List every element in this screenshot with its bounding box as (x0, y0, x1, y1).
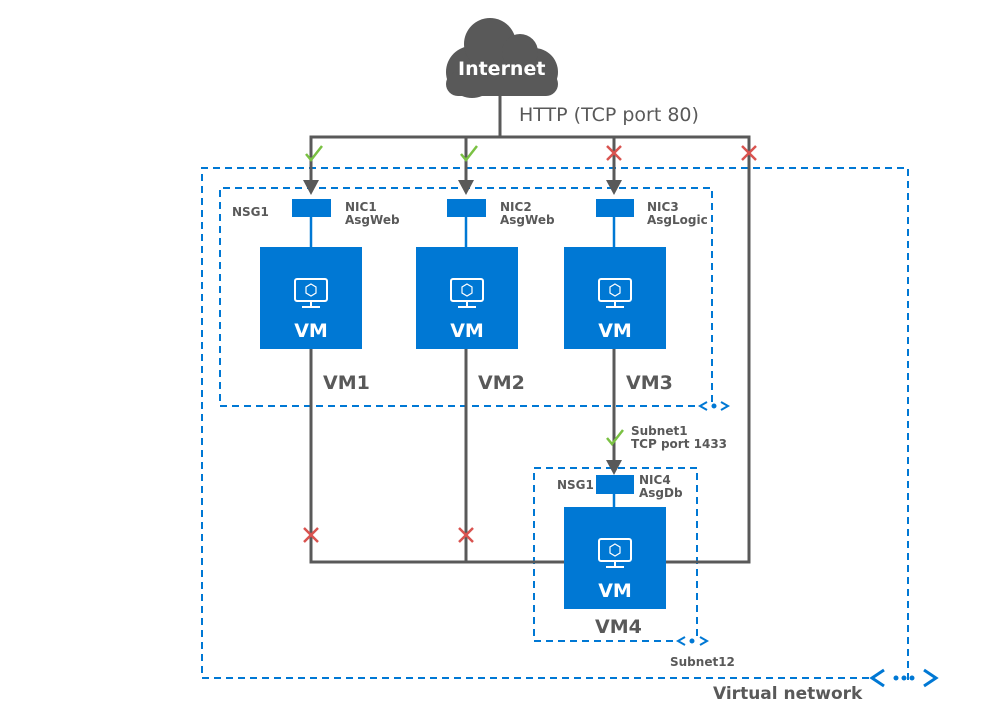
subnet1-boundary (219, 187, 713, 407)
nic1-label: NIC1 AsgWeb (345, 201, 400, 227)
rule-source: Subnet1 (631, 424, 688, 438)
subnet12-label: Subnet12 (670, 655, 735, 669)
vm1-monitor-icon (294, 278, 328, 308)
rule-port: TCP port 1433 (631, 437, 728, 451)
nsg1-label-subnet12: NSG1 (557, 478, 594, 492)
vm3-http-denied-x-icon (606, 145, 622, 161)
http-traffic-lines (309, 95, 751, 564)
vm1-to-vm4-denied-x-icon (303, 527, 319, 543)
vm2-to-vm4-denied-x-icon (458, 527, 474, 543)
vm2-tile[interactable] (416, 247, 518, 349)
vm3-tile-label: VM (598, 320, 632, 342)
internet-cloud-icon (446, 18, 558, 98)
virtual-network-label: Virtual network (713, 684, 863, 704)
nic1-asg: AsgWeb (345, 213, 400, 227)
vm4-tile[interactable] (564, 507, 666, 609)
vm4-tile-label: VM (598, 580, 632, 602)
http-arrowheads (303, 180, 622, 195)
nic3-label: NIC3 AsgLogic (647, 201, 708, 227)
subnet1-connector-icon (697, 401, 731, 411)
vm4-http-denied-x-icon (741, 145, 757, 161)
nic2-asg: AsgWeb (500, 213, 555, 227)
vm2-tile-label: VM (450, 320, 484, 342)
vm4-name: VM4 (595, 616, 642, 638)
nic4-name: NIC4 (639, 473, 671, 487)
vm3-to-vm4-rule: Subnet1 TCP port 1433 (631, 425, 727, 451)
nic2 (447, 199, 486, 217)
vm3-to-vm4-allowed-check-icon (606, 429, 624, 446)
internet-label: Internet (458, 58, 546, 80)
nic4 (596, 475, 634, 494)
http-protocol-label: HTTP (TCP port 80) (519, 104, 699, 126)
nic3-asg: AsgLogic (647, 213, 708, 227)
vm2-name: VM2 (478, 372, 525, 394)
nic2-label: NIC2 AsgWeb (500, 201, 555, 227)
vm3-monitor-icon (598, 278, 632, 308)
subnet12-boundary (533, 467, 698, 642)
vm3-name: VM3 (626, 372, 673, 394)
nic3-name: NIC3 (647, 200, 679, 214)
vm4-monitor-icon (598, 538, 632, 568)
vm3-to-vm4-arrowhead (606, 460, 622, 475)
nic1 (292, 199, 331, 217)
vm3-tile[interactable] (564, 247, 666, 349)
nic3 (596, 199, 634, 217)
vm1-name: VM1 (323, 372, 370, 394)
nic-connectors (309, 216, 616, 507)
nic2-name: NIC2 (500, 200, 532, 214)
vm2-http-allowed-check-icon (460, 145, 478, 162)
vnet-connector-icon (869, 668, 939, 688)
subnet12-connector-icon (675, 636, 710, 646)
nic4-asg: AsgDb (639, 486, 683, 500)
vm2-monitor-icon (450, 278, 484, 308)
nic1-name: NIC1 (345, 200, 377, 214)
nic4-label: NIC4 AsgDb (639, 474, 683, 500)
vm1-tile[interactable] (260, 247, 362, 349)
nsg1-label-subnet1: NSG1 (232, 205, 269, 219)
vm1-tile-label: VM (294, 320, 328, 342)
virtual-network-boundary (201, 167, 909, 680)
vm1-http-allowed-check-icon (305, 145, 323, 162)
